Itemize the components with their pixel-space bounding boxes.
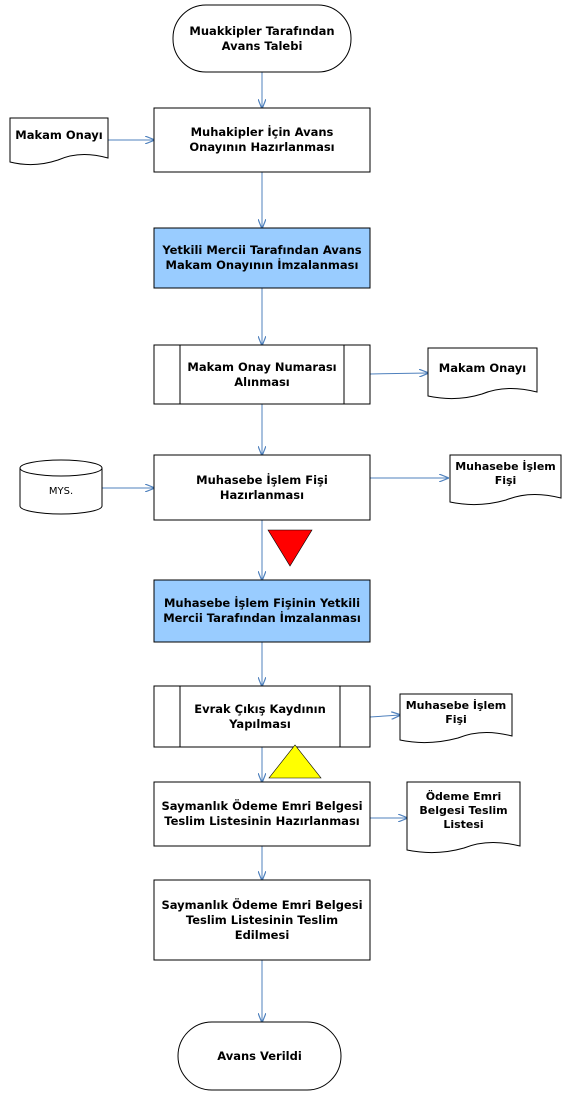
- process-box-prepare-approval: [153, 107, 371, 173]
- start-terminator: [172, 4, 352, 73]
- connectors: [102, 72, 448, 1022]
- document-output-voucher-1-label: Muhasebe İşlem Fişi: [455, 460, 556, 487]
- step-deliver-list-label: Saymanlık Ödeme Emri Belgesi Teslim List…: [161, 897, 363, 942]
- step-start-label: Muakkipler Tarafından Avans Talebi: [189, 23, 335, 53]
- predefined-process-box-outgoing-record: [153, 685, 371, 748]
- document-output-voucher-1: [449, 454, 562, 506]
- step-outgoing-record-label: Evrak Çıkış Kaydının Yapılması: [194, 701, 326, 731]
- step-sign-approval-label: Yetkili Mercii Tarafından Avans Makam On…: [162, 243, 362, 272]
- document-output-voucher-2-label: Muhasebe İşlem Fişi: [405, 699, 507, 726]
- document-output-delivery-list-label: Ödeme Emri Belgesi Teslim Listesi: [419, 790, 508, 831]
- step-end-label: Avans Verildi: [217, 1048, 302, 1063]
- document-output-delivery-list: [406, 781, 521, 854]
- yellow-triangle-marker: [268, 744, 322, 779]
- document-input-makam-onayi: [9, 117, 109, 166]
- process-box-deliver-list: [153, 879, 371, 961]
- document-input-makam-onayi-label: Makam Onayı: [15, 127, 103, 142]
- step-prepare-voucher-label: Muhasebe İşlem Fişi Hazırlanması: [196, 472, 328, 502]
- database-label: MYS.: [48, 485, 74, 497]
- end-terminator: [177, 1021, 342, 1091]
- process-box-prepare-voucher: [153, 454, 371, 521]
- arrow-record-to-output-voucher: [369, 715, 400, 717]
- process-box-prepare-delivery-list: [153, 781, 371, 847]
- document-output-voucher-2: [399, 693, 513, 744]
- document-output-makam-onayi-label: Makam Onayı: [438, 360, 527, 375]
- process-box-sign-approval: [153, 227, 371, 289]
- predefined-process-box-approval-number: [153, 344, 371, 405]
- database-cylinder: [19, 459, 103, 515]
- step-prepare-approval-label: Muhakipler İçin Avans Onayının Hazırlanm…: [189, 125, 335, 154]
- process-box-sign-voucher: [153, 579, 371, 643]
- document-output-makam-onayi: [427, 347, 538, 400]
- step-approval-number-label: Makam Onay Numarası Alınması: [187, 359, 337, 389]
- red-triangle-marker: [267, 529, 313, 567]
- step-prepare-delivery-list-label: Saymanlık Ödeme Emri Belgesi Teslim List…: [161, 799, 363, 828]
- arrow-number-to-output-approval: [369, 373, 428, 374]
- step-sign-voucher-label: Muhasebe İşlem Fişinin Yetkili Mercii Ta…: [163, 596, 361, 625]
